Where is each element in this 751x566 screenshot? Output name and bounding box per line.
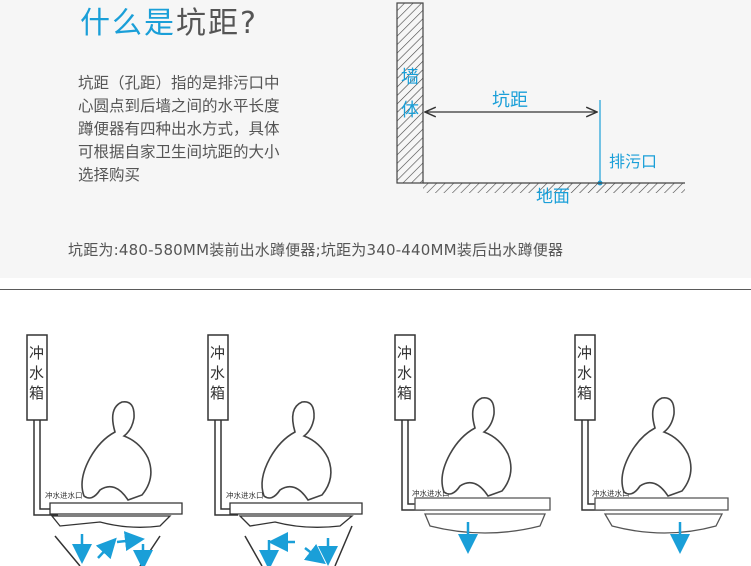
- person-figure: [621, 397, 692, 497]
- tank-label: 水: [210, 364, 225, 382]
- squatter-body: [49, 502, 183, 528]
- description-line: 可根据自家卫生间坑距的大小: [78, 143, 280, 161]
- tank-label: 水: [397, 364, 412, 382]
- squatter-body: [414, 497, 551, 534]
- water-tank: [394, 334, 416, 421]
- inlet-label: 冲水进水口: [592, 488, 630, 498]
- wall-label: 墙: [401, 67, 419, 88]
- flow-arrow: [116, 531, 145, 552]
- info-panel: [0, 0, 751, 278]
- water-tank: [26, 334, 48, 421]
- description-paragraph: 坑距（孔距）指的是排污口中 心圆点到后墙之间的水平长度 蹲便器有四种出水方式，具…: [78, 72, 328, 187]
- flow-arrow: [95, 537, 117, 560]
- outlet-type-2: 冲 水 箱 冲水进水口: [207, 334, 363, 566]
- water-tank: [207, 334, 229, 421]
- floor-shape: [423, 183, 685, 193]
- outlet-type-1: 冲 水 箱 冲水进水口: [26, 334, 183, 566]
- flush-pipe: [214, 420, 238, 516]
- drain-body: [244, 525, 353, 566]
- outlet-type-4: 冲 水 箱 冲水进水口: [574, 334, 729, 554]
- wall-shape: [396, 2, 424, 184]
- tank-label: 水: [29, 364, 44, 382]
- person-figure: [441, 397, 512, 497]
- flush-pipe: [33, 420, 58, 516]
- distance-label: 坑距: [492, 90, 528, 111]
- outlet-type-3: 冲 水 箱 冲水进水口: [394, 334, 551, 554]
- description-line: 蹲便器有四种出水方式，具体: [78, 120, 280, 138]
- squatter-body: [594, 497, 729, 534]
- inlet-label: 冲水进水口: [412, 488, 450, 498]
- tank-label: 冲: [397, 344, 412, 362]
- tank-label: 箱: [577, 384, 592, 402]
- title-rest: 坑距?: [176, 6, 258, 41]
- outlet-types-illustration: 冲 水 箱 冲水进水口 冲 水 箱 冲水进水口 冲 水 箱 冲水进水口: [26, 334, 729, 566]
- inlet-label: 冲水进水口: [226, 490, 264, 500]
- pit-distance-diagram: 墙 体 坑距 排污口 地面: [396, 2, 685, 207]
- description-line: 坑距（孔距）指的是排污口中: [78, 74, 280, 92]
- wall-label: 体: [401, 100, 419, 121]
- tank-label: 水: [577, 364, 592, 382]
- tank-label: 箱: [397, 384, 412, 402]
- floor-label: 地面: [536, 187, 570, 207]
- person-figure: [261, 401, 332, 501]
- tank-label: 冲: [210, 344, 225, 362]
- page-title: 什么是坑距?: [80, 4, 258, 44]
- person-figure: [81, 401, 152, 501]
- squatter-body: [229, 502, 363, 528]
- tank-label: 箱: [29, 384, 44, 402]
- pit-distance-note: 坑距为:480-580MM装前出水蹲便器;坑距为340-440MM装后出水蹲便器: [68, 241, 564, 259]
- tank-label: 冲: [577, 344, 592, 362]
- tank-label: 箱: [210, 384, 225, 402]
- flow-arrow: [303, 543, 326, 565]
- description-line: 心圆点到后墙之间的水平长度: [78, 97, 280, 115]
- outlet-label: 排污口: [609, 152, 657, 171]
- section-divider: [0, 289, 751, 290]
- inlet-label: 冲水进水口: [45, 490, 83, 500]
- description-line: 选择购买: [78, 166, 141, 184]
- tank-label: 冲: [29, 344, 44, 362]
- water-tank: [574, 334, 596, 421]
- title-highlight: 什么是: [80, 6, 176, 41]
